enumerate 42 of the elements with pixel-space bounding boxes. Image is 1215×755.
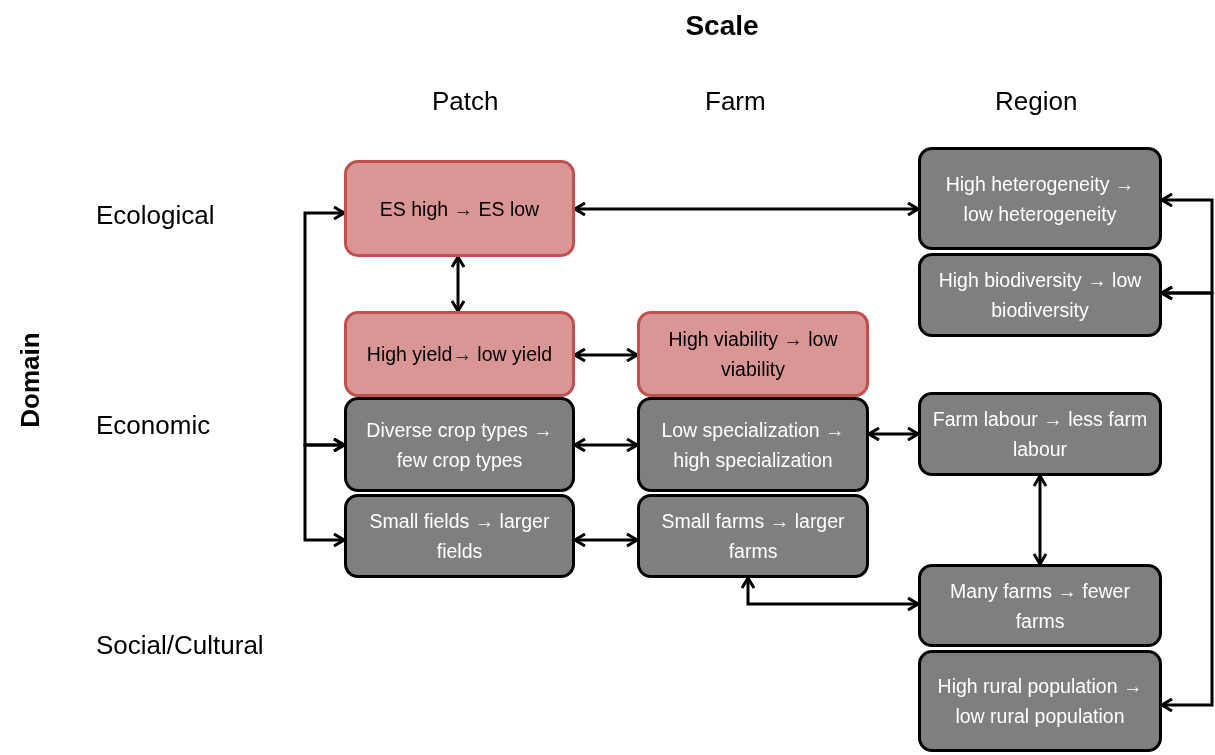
double-arrow — [573, 532, 639, 548]
box-text: High yield→ low yield — [366, 342, 553, 367]
row-column-label: Economic — [96, 410, 211, 441]
process-box — [637, 311, 869, 397]
process-box — [918, 392, 1162, 476]
double-arrow — [450, 255, 466, 313]
process-box — [637, 397, 869, 492]
box-text: Diverse crop types → few crop types — [365, 417, 554, 473]
process-box — [344, 311, 575, 397]
box-text: High rural population → low rural population — [936, 674, 1144, 729]
row-column-label: Social/Cultural — [96, 630, 264, 661]
box-text: Small farms → larger farms — [660, 509, 846, 564]
process-box — [918, 147, 1162, 250]
axis-title: Scale — [684, 10, 760, 42]
row-column-label: Region — [995, 86, 1078, 117]
box-text: High heterogeneity → low heterogeneity — [944, 171, 1136, 227]
row-column-label: Farm — [705, 86, 766, 117]
row-column-label: Ecological — [96, 200, 215, 231]
row-column-label: Patch — [432, 86, 499, 117]
process-box — [918, 650, 1162, 752]
process-box — [637, 494, 869, 578]
process-box — [344, 397, 575, 492]
double-arrow — [303, 437, 346, 548]
double-arrow — [573, 347, 639, 363]
double-arrow — [573, 201, 920, 217]
double-arrow — [867, 426, 920, 442]
box-text: Small fields → larger fields — [368, 509, 551, 564]
box-text: Farm labour → less farm labour — [931, 407, 1149, 462]
box-text: Many farms → fewer farms — [949, 578, 1131, 634]
process-box — [344, 494, 575, 578]
box-text: ES high → ES low — [379, 196, 540, 222]
axis-title: Domain — [14, 332, 46, 428]
box-text: High biodiversity → low biodiversity — [937, 268, 1143, 323]
double-arrow — [740, 576, 920, 612]
double-arrow — [573, 437, 639, 453]
double-arrow — [1160, 285, 1214, 713]
box-text: Low specialization → high specialization — [660, 417, 846, 473]
process-box — [918, 564, 1162, 647]
process-box — [918, 253, 1162, 337]
double-arrow — [1032, 474, 1048, 566]
process-box — [344, 160, 575, 257]
box-text: High viability → low viability — [667, 327, 839, 382]
